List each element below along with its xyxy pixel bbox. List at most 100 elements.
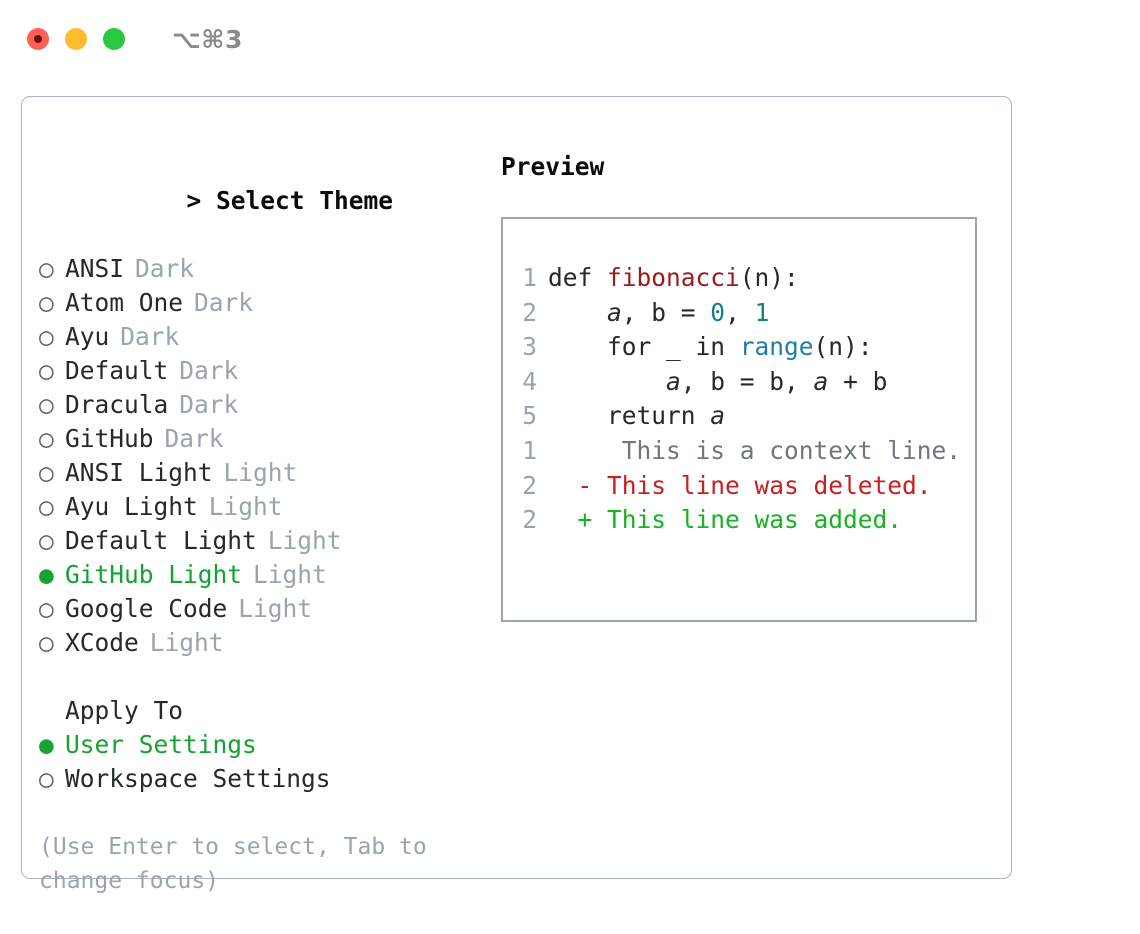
radio-unselected-icon[interactable]: ○ bbox=[39, 764, 54, 793]
theme-option-tag: Light bbox=[149, 628, 224, 657]
line-number: 1 bbox=[522, 263, 537, 292]
theme-option-label: GitHub Light bbox=[65, 560, 243, 589]
code-line: 2 a, b = 0, 1 bbox=[521, 296, 887, 331]
theme-option-row[interactable]: ○ Ayu Light Light bbox=[39, 490, 479, 524]
theme-option-label: Ayu bbox=[65, 322, 110, 351]
radio-unselected-icon[interactable]: ○ bbox=[39, 356, 54, 385]
radio-selected-icon[interactable]: ● bbox=[39, 560, 54, 589]
theme-option-row[interactable]: ○ Google Code Light bbox=[39, 592, 479, 626]
theme-option-label: XCode bbox=[65, 628, 139, 657]
theme-option-tag: Light bbox=[208, 492, 283, 521]
theme-option-row[interactable]: ○ Ayu Dark bbox=[39, 320, 479, 354]
code-token: , b = bbox=[621, 297, 711, 327]
apply-to-option-row[interactable]: ● User Settings bbox=[39, 728, 479, 762]
theme-option-label: Default Light bbox=[65, 526, 257, 555]
apply-to-option-label: User Settings bbox=[65, 730, 257, 759]
code-token: a bbox=[607, 297, 622, 327]
theme-option-row[interactable]: ○ Default Light Light bbox=[39, 524, 479, 558]
radio-unselected-icon[interactable]: ○ bbox=[39, 254, 54, 283]
code-line: 4 a, b = b, a + b bbox=[521, 365, 887, 400]
keyboard-hint-text: (Use Enter to select, Tab to change focu… bbox=[39, 834, 441, 894]
title-bar: ⌥⌘3 bbox=[0, 0, 1140, 78]
apply-to-option-row[interactable]: ○ Workspace Settings bbox=[39, 762, 479, 796]
line-number: 3 bbox=[522, 332, 537, 361]
line-number: 5 bbox=[522, 401, 537, 430]
close-window-button[interactable] bbox=[27, 28, 49, 50]
theme-option-tag: Dark bbox=[179, 390, 239, 419]
theme-option-row[interactable]: ● GitHub Light Light bbox=[39, 558, 479, 592]
diff-text: This line was added. bbox=[592, 505, 903, 534]
maximize-window-button[interactable] bbox=[103, 28, 125, 50]
code-token: 1 bbox=[754, 297, 770, 327]
theme-option-label: Atom One bbox=[65, 288, 184, 317]
theme-option-label: Google Code bbox=[65, 594, 228, 623]
code-token: a bbox=[710, 401, 726, 430]
line-number: 2 bbox=[522, 297, 537, 327]
select-theme-title: Select Theme bbox=[216, 186, 394, 215]
diff-line-number: 2 bbox=[522, 505, 537, 534]
minimize-window-button[interactable] bbox=[65, 28, 87, 50]
select-theme-header: > Select Theme bbox=[39, 150, 479, 252]
diff-line-number: 1 bbox=[522, 436, 537, 465]
radio-unselected-icon[interactable]: ○ bbox=[39, 288, 54, 317]
theme-option-label: ANSI bbox=[65, 254, 125, 283]
code-token: fibonacci bbox=[607, 263, 740, 292]
code-token: def bbox=[548, 263, 608, 292]
code-token: , bbox=[725, 297, 755, 327]
code-token: a bbox=[813, 366, 829, 396]
theme-option-tag: Light bbox=[223, 458, 298, 487]
code-token bbox=[548, 367, 666, 396]
code-token: 0 bbox=[710, 297, 726, 327]
radio-selected-icon[interactable]: ● bbox=[39, 730, 54, 759]
code-token: range bbox=[739, 332, 814, 361]
apply-to-header: Apply To bbox=[65, 696, 184, 725]
preview-title: Preview bbox=[501, 152, 605, 181]
diff-text: This line was deleted. bbox=[592, 470, 932, 500]
theme-option-tag: Dark bbox=[179, 356, 239, 385]
radio-unselected-icon[interactable]: ○ bbox=[39, 628, 54, 657]
theme-option-tag: Light bbox=[238, 594, 313, 623]
radio-unselected-icon[interactable]: ○ bbox=[39, 458, 54, 487]
radio-unselected-icon[interactable]: ○ bbox=[39, 492, 54, 521]
theme-option-label: Dracula bbox=[65, 390, 169, 419]
apply-to-list: ● User Settings ○ Workspace Settings bbox=[39, 728, 479, 796]
theme-option-row[interactable]: ○ ANSI Light Light bbox=[39, 456, 479, 490]
radio-unselected-icon[interactable]: ○ bbox=[39, 322, 54, 351]
code-token bbox=[548, 298, 607, 327]
theme-option-tag: Dark bbox=[120, 322, 180, 351]
theme-option-row[interactable]: ○ Atom One Dark bbox=[39, 286, 479, 320]
theme-option-tag: Light bbox=[253, 560, 327, 589]
code-token: + b bbox=[828, 366, 888, 396]
radio-unselected-icon[interactable]: ○ bbox=[39, 424, 54, 453]
diff-line: 2 + This line was added. bbox=[521, 503, 961, 538]
theme-option-row[interactable]: ○ Dracula Dark bbox=[39, 388, 479, 422]
diff-sign: - bbox=[548, 470, 593, 500]
theme-option-label: Ayu Light bbox=[65, 492, 198, 521]
diff-sign: + bbox=[548, 505, 593, 534]
theme-option-tag: Light bbox=[267, 526, 342, 555]
apply-to-option-label: Workspace Settings bbox=[65, 764, 331, 793]
line-number: 4 bbox=[522, 366, 537, 396]
radio-unselected-icon[interactable]: ○ bbox=[39, 526, 54, 555]
theme-option-tag: Dark bbox=[194, 288, 254, 317]
radio-unselected-icon[interactable]: ○ bbox=[39, 594, 54, 623]
radio-unselected-icon[interactable]: ○ bbox=[39, 390, 54, 419]
theme-option-row[interactable]: ○ Default Dark bbox=[39, 354, 479, 388]
code-line: 5 return a bbox=[521, 399, 887, 434]
theme-option-row[interactable]: ○ XCode Light bbox=[39, 626, 479, 660]
diff-line: 2 - This line was deleted. bbox=[521, 469, 961, 504]
keyboard-shortcut-label: ⌥⌘3 bbox=[172, 24, 243, 54]
theme-option-label: Default bbox=[65, 356, 169, 385]
code-token: for _ in bbox=[548, 332, 740, 361]
theme-option-label: ANSI Light bbox=[65, 458, 213, 487]
diff-sign bbox=[548, 436, 592, 465]
list-spacer bbox=[39, 660, 479, 694]
